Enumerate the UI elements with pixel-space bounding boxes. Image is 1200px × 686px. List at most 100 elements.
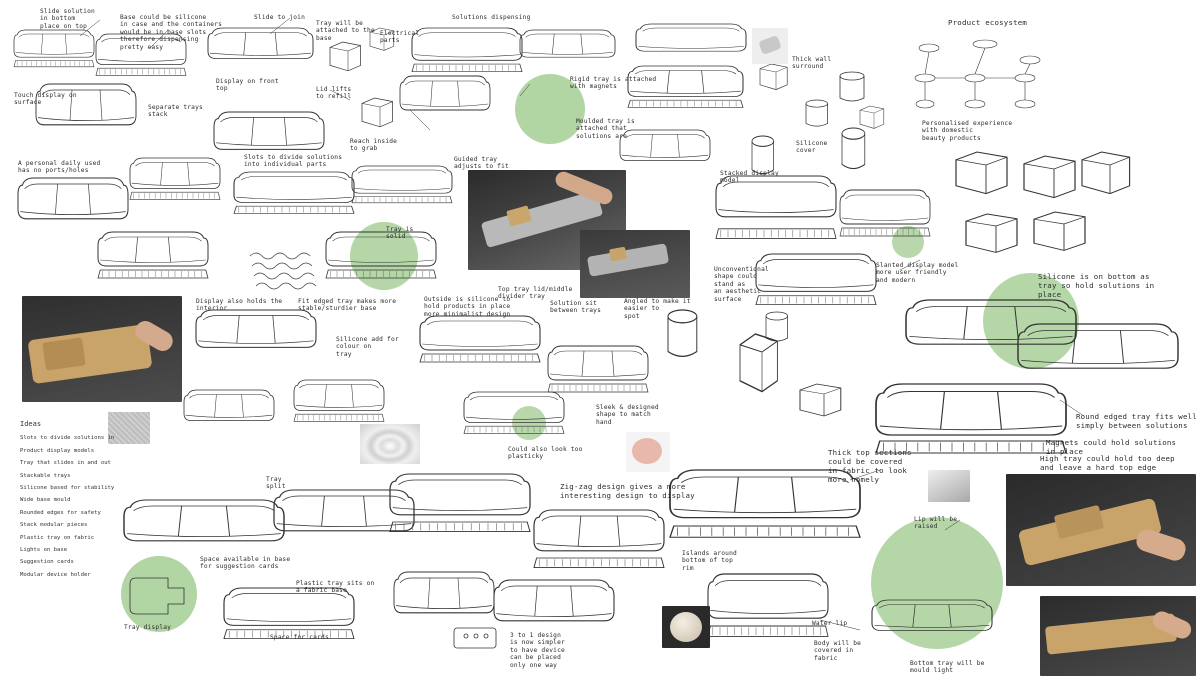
tray-sketch [196, 310, 316, 347]
ecosystem-cylinder [841, 127, 866, 170]
annotation: Round edged tray fits well simply betwee… [1076, 412, 1197, 430]
annotation: Tray split [266, 476, 286, 491]
tray-sketch [389, 473, 531, 533]
tray-sketch [419, 315, 541, 363]
tray-sketch [635, 23, 747, 52]
cutaway-sketch [129, 577, 185, 615]
annotation: Could also look too plasticky [508, 446, 583, 461]
tray-sketch [124, 500, 284, 541]
ideas-item: Plastic tray on fabric [20, 534, 95, 541]
tray-sketch [274, 490, 414, 531]
holder-sketch [765, 311, 788, 342]
ideas-list: Ideas Slots to divide solutions in Produ… [20, 418, 140, 581]
photo-sphere [662, 606, 710, 648]
highlight-circle-7 [871, 517, 1003, 649]
annotation: Solutions dispensing [452, 14, 531, 21]
annotation: Tray will be attached to the base [316, 20, 375, 42]
annotation: Space available in base for suggestion c… [200, 556, 291, 571]
photo-water-ripple [360, 424, 420, 464]
tray-sketch [293, 380, 385, 422]
annotation: Space for cards [270, 634, 329, 641]
annotation: Body will be covered in fabric [814, 640, 862, 662]
ecosystem-box [859, 105, 885, 129]
photo-grey-object [752, 28, 788, 64]
tray-sketch [547, 346, 649, 393]
tray-sketch [875, 384, 1067, 454]
annotation: Thick wall surround [792, 56, 832, 71]
highlight-circle-2 [350, 222, 418, 290]
annotation: Top tray lid/middle divider tray [498, 286, 573, 301]
tray-sketch [707, 573, 829, 637]
annotation: Slide solution in bottom place on top [40, 8, 95, 30]
annotation: Slanted display model more user friendly… [876, 262, 959, 284]
annotation: Separate trays stack [148, 104, 203, 119]
tray-sketch [223, 587, 355, 640]
tray-sketch [97, 232, 209, 279]
annotation: Stacked display model [720, 170, 779, 185]
annotation: Angled to make it easier to spot [624, 298, 691, 320]
holder-sketch [965, 213, 1018, 253]
ideas-item: Stack modular pieces [20, 522, 88, 529]
holder-sketch [955, 151, 1008, 195]
ideas-item: Stackable trays [20, 472, 71, 479]
annotation: Tray is solid [386, 226, 414, 241]
ecosystem-cylinder [751, 135, 775, 175]
photo-cork-tray-left [22, 296, 182, 402]
annotation: Silicone add for colour on tray [336, 336, 399, 358]
annotation: Moulded tray is attached that solutions … [576, 118, 635, 140]
annotation: Personalised experience with domestic be… [922, 120, 1013, 142]
ideas-title: Ideas [20, 420, 42, 428]
annotation: Reach inside to grab [350, 138, 398, 153]
tray-sketch [520, 30, 615, 57]
ideas-item: Tray that slides in and out [20, 460, 111, 467]
annotation: Fit edged tray makes more stable/sturdie… [298, 298, 397, 313]
tray-sketch [755, 253, 877, 306]
photo-glass-surface [928, 470, 970, 502]
annotation: Thick top sections could be covered in f… [828, 448, 912, 484]
annotation: Slots to divide solutions into individua… [244, 154, 343, 169]
ideas-item: Suggestion cards [20, 559, 74, 566]
annotation: Zig-zag design gives a more interesting … [560, 482, 695, 500]
annotation: Lid lifts to refill [316, 86, 352, 101]
tray-sketch [214, 112, 324, 149]
holder-sketch [739, 333, 779, 393]
annotation: Rigid tray is attached with magnets [570, 76, 657, 91]
annotation: Touch display on surface [14, 92, 77, 107]
tray-sketch [494, 580, 614, 621]
tray-sketch [129, 158, 221, 200]
annotation: Magnets could hold solutions in place [1046, 438, 1177, 456]
holder-sketch [799, 383, 842, 417]
annotation: Silicone is on bottom as tray so hold so… [1038, 272, 1155, 299]
annotation: Lip will be raised [914, 516, 958, 531]
annotation: Guided tray adjusts to fit [454, 156, 509, 171]
annotation: Display also holds the interior [196, 298, 283, 313]
photo-cork-tray-bottom [1040, 596, 1196, 676]
device-sketch [453, 627, 497, 649]
box-sketch [329, 41, 361, 72]
annotation: High tray could hold too deep and leave … [1040, 454, 1175, 472]
tray-sketch [351, 165, 453, 204]
annotation-title: Product ecosystem [948, 18, 1028, 27]
annotation: Tray display [124, 624, 172, 631]
annotation: Sleek & designed shape to match hand [596, 404, 659, 426]
photo-fabric-swatch [108, 412, 150, 444]
annotation: 3 to 1 design is now simpler to have dev… [510, 632, 565, 669]
ideas-item: Slots to divide solutions in [20, 435, 115, 442]
annotation: Unconventional shape could stand as an a… [714, 266, 769, 303]
annotation: Electrical parts [380, 30, 420, 45]
annotation: Islands around bottom of top rim [682, 550, 737, 572]
annotation: Bottom tray will be mould light [910, 660, 985, 675]
highlight-circle-3 [983, 273, 1079, 369]
ecosystem-cylinder [839, 71, 865, 102]
photo-pink-dish [626, 432, 670, 472]
tray-sketch [208, 28, 313, 59]
annotation: Base could be silicone in case and the c… [120, 14, 223, 51]
wave-sketch [249, 252, 317, 290]
annotation: Outside is silicone to hold products in … [424, 296, 511, 318]
annotation: Silicone cover [796, 140, 828, 155]
box-sketch [361, 97, 393, 128]
photo-tray-grey [580, 230, 690, 298]
tray-sketch [715, 175, 837, 239]
ideas-item: Silicone based for stability [20, 485, 115, 492]
ideas-item: Lights on base [20, 547, 68, 554]
